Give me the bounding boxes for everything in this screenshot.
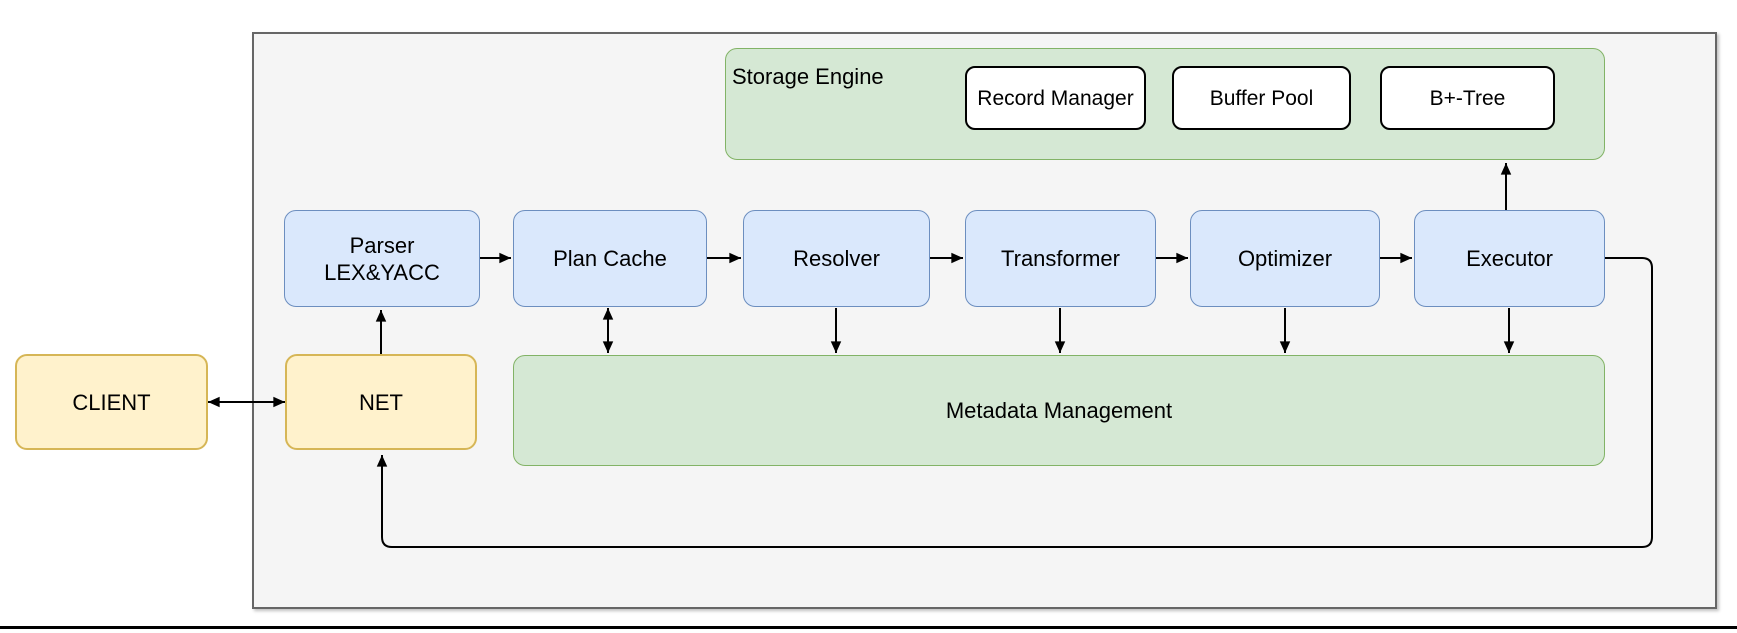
parser-node[interactable]: Parser LEX&YACC <box>284 210 480 307</box>
resolver-label: Resolver <box>793 246 880 271</box>
connector-executor-net-feedback[interactable] <box>376 257 1653 548</box>
client-node[interactable]: CLIENT <box>15 354 208 450</box>
page-bottom-border <box>0 626 1737 629</box>
executor-node[interactable]: Executor <box>1414 210 1605 307</box>
net-node[interactable]: NET <box>285 354 477 450</box>
plan-cache-node[interactable]: Plan Cache <box>513 210 707 307</box>
client-label: CLIENT <box>72 389 151 415</box>
metadata-management-label: Metadata Management <box>945 398 1173 423</box>
optimizer-label: Optimizer <box>1237 246 1333 271</box>
bptree-node[interactable]: B+-Tree <box>1380 66 1555 130</box>
bptree-label: B+-Tree <box>1429 86 1506 110</box>
parser-label-line1: Parser <box>349 232 415 258</box>
executor-label: Executor <box>1466 246 1553 271</box>
record-manager-node[interactable]: Record Manager <box>965 66 1146 130</box>
transformer-node[interactable]: Transformer <box>965 210 1156 307</box>
buffer-pool-node[interactable]: Buffer Pool <box>1172 66 1351 130</box>
storage-engine-label: Storage Engine <box>732 64 884 89</box>
parser-label-line2: LEX&YACC <box>324 259 440 285</box>
buffer-pool-label: Buffer Pool <box>1209 86 1314 110</box>
transformer-label: Transformer <box>1001 246 1120 271</box>
resolver-node[interactable]: Resolver <box>743 210 930 307</box>
net-label: NET <box>359 389 403 415</box>
record-manager-label: Record Manager <box>977 86 1134 110</box>
plan-cache-label: Plan Cache <box>553 246 667 271</box>
optimizer-node[interactable]: Optimizer <box>1190 210 1380 307</box>
metadata-management-node[interactable]: Metadata Management <box>513 355 1605 466</box>
